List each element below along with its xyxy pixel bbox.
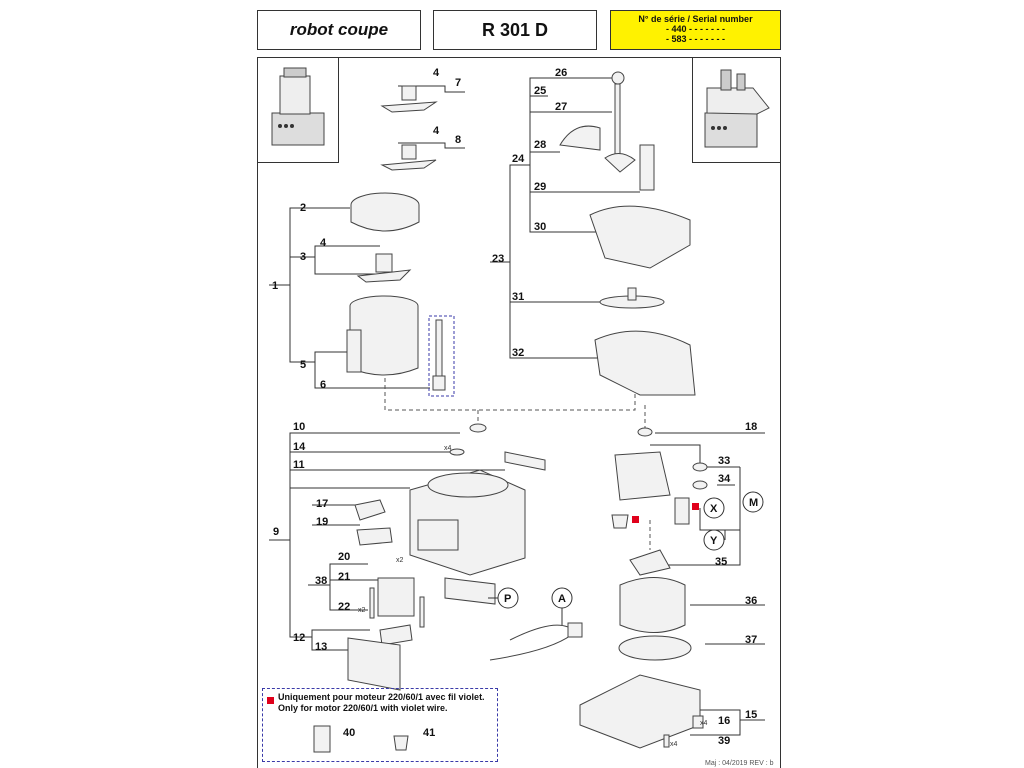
callout-37: 37 — [745, 634, 757, 646]
callout-28: 28 — [534, 139, 546, 151]
callout-9: 9 — [273, 526, 279, 538]
callout-6: 6 — [320, 379, 326, 391]
callout-23: 23 — [492, 253, 504, 265]
note-part-41: 41 — [423, 727, 436, 739]
machine-thumbnail-veg-icon — [704, 69, 770, 148]
callout-33: 33 — [718, 455, 730, 467]
callout-17: 17 — [316, 498, 328, 510]
callout-7: 7 — [455, 77, 461, 89]
qty-x4-b: x4 — [700, 720, 708, 727]
brand-logo: robot coupe — [257, 10, 421, 50]
callout-22: 22 — [338, 601, 350, 613]
callout-8: 8 — [455, 134, 461, 146]
callout-3: 3 — [300, 251, 306, 263]
callout-11: 11 — [293, 459, 305, 471]
violet-wire-note: Uniquement pour moteur 220/60/1 avec fil… — [262, 688, 498, 762]
callout-15: 15 — [745, 709, 757, 721]
callout-35: 35 — [715, 556, 727, 568]
machine-thumbnail-veg — [692, 57, 781, 163]
qty-x2-b: x2 — [358, 607, 366, 614]
callout-19: 19 — [316, 516, 328, 528]
callout-A: A — [558, 593, 566, 605]
callout-31: 31 — [512, 291, 524, 303]
qty-x4-c: x4 — [670, 741, 678, 748]
callout-2: 2 — [300, 202, 306, 214]
revision-footer: Maj : 04/2019 REV : b — [705, 760, 774, 767]
callout-39: 39 — [718, 735, 730, 747]
callout-32: 32 — [512, 347, 524, 359]
callout-34: 34 — [718, 473, 731, 485]
callout-21: 21 — [338, 571, 350, 583]
serial-title: N° de série / Serial number — [638, 14, 753, 24]
callout-36: 36 — [745, 595, 757, 607]
callout-14: 14 — [293, 441, 306, 453]
serial-line-1: - 440 - - - - - - - — [666, 24, 725, 34]
callout-X: X — [710, 503, 718, 515]
callout-M: M — [749, 497, 758, 509]
callout-25: 25 — [534, 85, 546, 97]
callout-27: 27 — [555, 101, 567, 113]
callout-4b: 4 — [433, 67, 440, 79]
callout-4c: 4 — [433, 125, 440, 137]
brand-logo-text: robot coupe — [289, 20, 389, 39]
serial-number-box: N° de série / Serial number - 440 - - - … — [610, 10, 781, 50]
machine-thumbnail-bowl — [257, 57, 339, 163]
qty-x4-a: x4 — [444, 445, 452, 452]
callout-Y: Y — [710, 535, 718, 547]
callout-13: 13 — [315, 641, 327, 653]
callout-24: 24 — [512, 153, 525, 165]
callout-20: 20 — [338, 551, 350, 563]
callout-12: 12 — [293, 632, 305, 644]
callout-30: 30 — [534, 221, 546, 233]
callout-4: 4 — [320, 237, 327, 249]
callout-5: 5 — [300, 359, 306, 371]
machine-thumbnail-bowl-icon — [271, 67, 325, 146]
qty-x2-a: x2 — [396, 557, 404, 564]
note-part-40: 40 — [343, 727, 356, 739]
callout-1: 1 — [272, 280, 278, 292]
callout-16: 16 — [718, 715, 730, 727]
callout-29: 29 — [534, 181, 546, 193]
callout-18: 18 — [745, 421, 757, 433]
note-line-fr: Uniquement pour moteur 220/60/1 avec fil… — [278, 692, 485, 702]
callout-38: 38 — [315, 575, 327, 587]
callout-P: P — [504, 593, 511, 605]
serial-line-2: - 583 - - - - - - - — [666, 34, 725, 44]
callout-10: 10 — [293, 421, 305, 433]
model-title: R 301 D — [433, 10, 597, 50]
note-line-en: Only for motor 220/60/1 with violet wire… — [278, 703, 448, 713]
callout-26: 26 — [555, 67, 567, 79]
